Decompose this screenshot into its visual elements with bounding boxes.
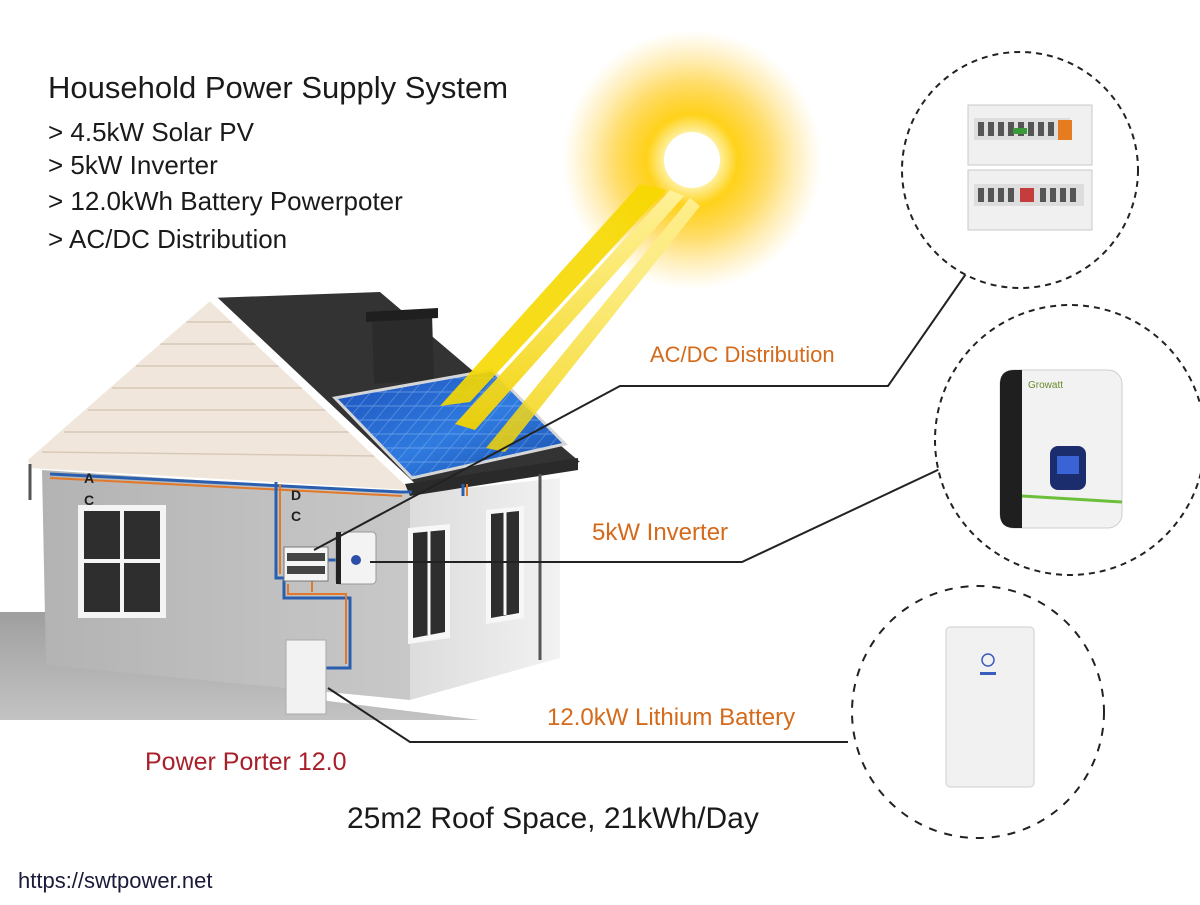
inverter-icon	[335, 531, 377, 585]
inverter-brand: Growatt	[1028, 380, 1064, 391]
spec-inverter: > 5kW Inverter	[48, 150, 218, 180]
ac-label-c: C	[84, 492, 95, 508]
battery-callout	[851, 585, 1105, 839]
dc-label-d: D	[291, 487, 302, 503]
distribution-label: AC/DC Distribution	[650, 342, 835, 367]
inverter-label: 5kW Inverter	[592, 519, 729, 546]
footer-caption: 25m2 Roof Space, 21kWh/Day	[347, 802, 759, 835]
battery-label: 12.0kW Lithium Battery	[547, 704, 796, 731]
spec-solar: > 4.5kW Solar PV	[48, 117, 254, 147]
spec-distribution: > AC/DC Distribution	[48, 224, 288, 254]
page-title: Household Power Supply System	[48, 70, 509, 105]
product-label: Power Porter 12.0	[145, 748, 347, 776]
website-link[interactable]: https://swtpower.net	[18, 868, 213, 893]
dc-label-c: C	[291, 508, 302, 524]
ac-label-a: A	[84, 470, 95, 486]
spec-battery: > 12.0kWh Battery Powerpoter	[48, 186, 403, 216]
battery-icon	[285, 639, 327, 715]
distribution-callout	[901, 51, 1139, 289]
inverter-callout	[934, 304, 1200, 576]
distribution-box-icon	[283, 546, 329, 582]
leader-lines	[313, 267, 971, 743]
solar-panel-icon	[331, 368, 568, 480]
